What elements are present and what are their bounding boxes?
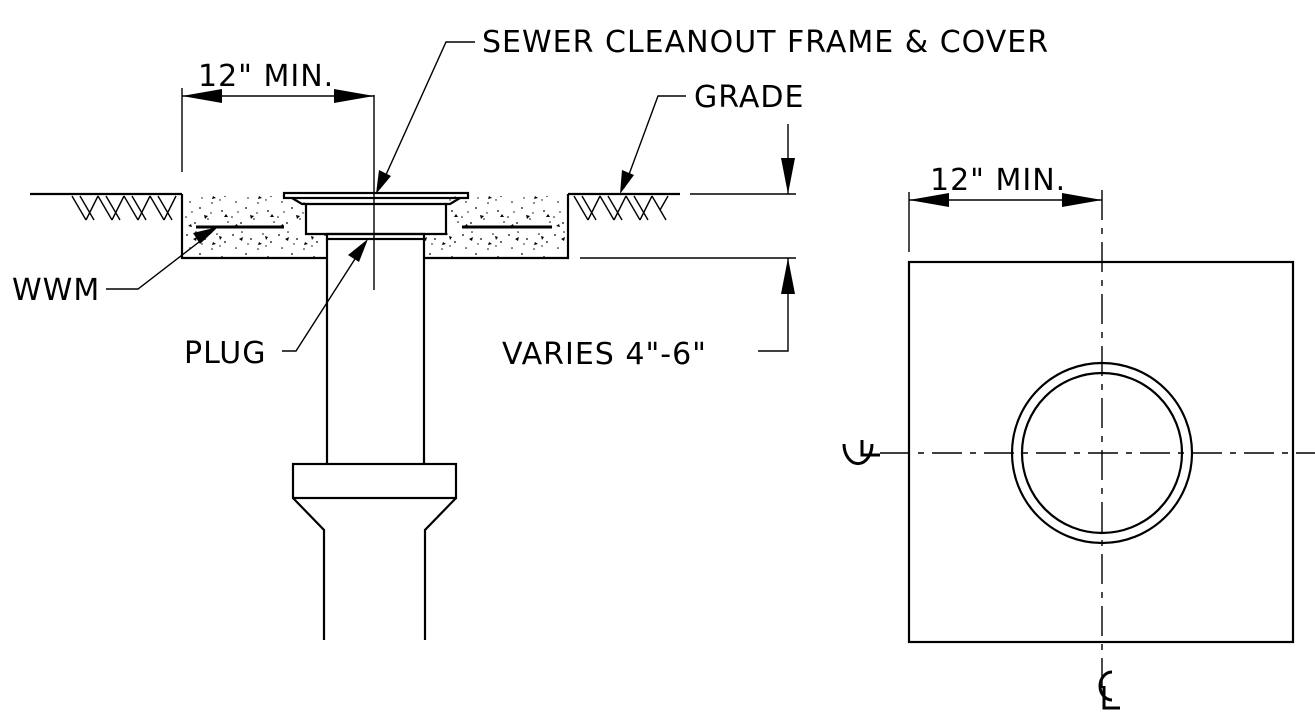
dim-arrow-right	[334, 89, 374, 103]
plug-arrow	[348, 239, 368, 262]
pipe-hub	[291, 462, 458, 500]
grade-leader	[623, 95, 686, 189]
plug-label: PLUG	[184, 336, 267, 371]
plug	[325, 232, 426, 241]
dim-arrow-left	[182, 89, 222, 103]
frame-cover-arrow	[376, 170, 391, 194]
section-view: 12" MIN. SEWER CLEANOUT FRAME & COVER GR…	[12, 25, 1049, 640]
wwm-leader	[106, 231, 213, 290]
centerline-symbol-left	[842, 440, 880, 466]
grade-arrow	[620, 170, 634, 194]
plan-min-width-label: 12" MIN.	[930, 163, 1066, 198]
concrete-pad-outline-right	[424, 194, 570, 260]
frame-cover-label: SEWER CLEANOUT FRAME & COVER	[482, 25, 1049, 60]
centerline-symbol-bottom	[1098, 670, 1120, 710]
pipe-taper-right	[423, 497, 457, 640]
thickness-arrow-bottom	[781, 258, 795, 294]
wwm-arrow	[193, 227, 218, 244]
concrete-pad-plan	[907, 260, 1295, 644]
thickness-dim-bottom	[758, 258, 789, 352]
section-min-width-label: 12" MIN.	[198, 59, 334, 94]
plan-dim-arrow-left	[909, 193, 949, 207]
concrete-pad-outline-left	[180, 194, 327, 260]
plan-view: 12" MIN. CL	[842, 163, 1315, 710]
earth-hatch-right	[573, 195, 669, 221]
pipe-taper-left	[292, 497, 326, 640]
grade-label: GRADE	[694, 80, 804, 115]
plan-dim-arrow-right	[1062, 193, 1102, 207]
plug-leader	[282, 247, 363, 352]
frame-cover-leader	[379, 41, 475, 189]
thickness-label: VARIES 4"-6"	[502, 337, 707, 372]
earth-hatch-left	[71, 195, 177, 221]
cleanout-cover	[282, 191, 470, 200]
wwm-label: WWM	[12, 273, 100, 308]
thickness-arrow-top	[781, 158, 795, 194]
